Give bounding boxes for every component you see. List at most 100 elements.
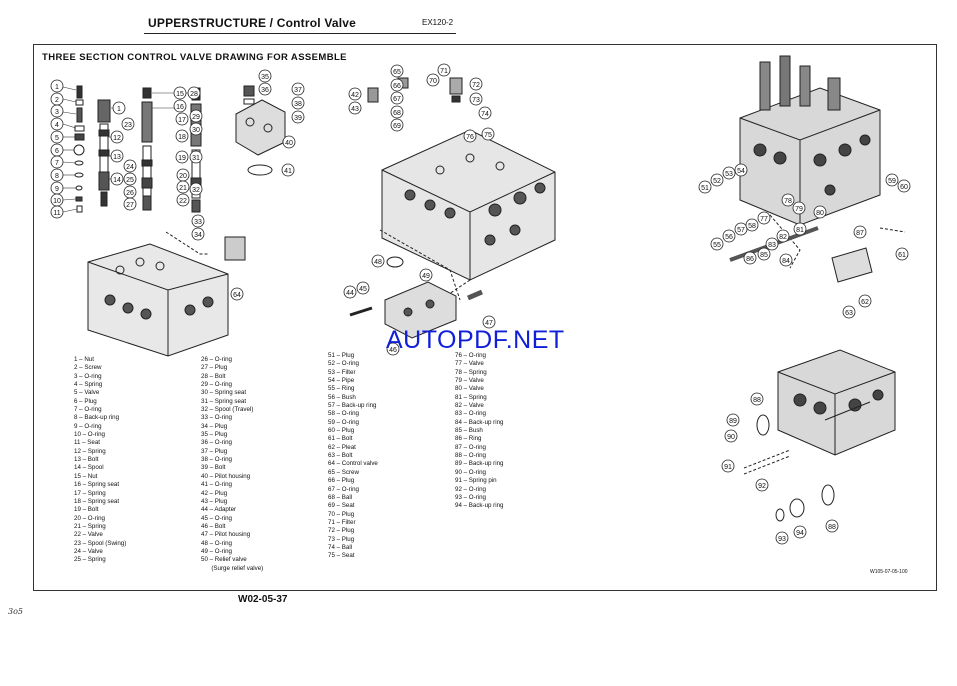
svg-text:67: 67 (393, 96, 401, 103)
list-item: 7 – O-ring (74, 406, 102, 414)
list-item: 64 – Control valve (328, 460, 378, 468)
svg-text:82: 82 (779, 234, 787, 241)
assembled-valve-lower-right (743, 349, 896, 522)
svg-text:76: 76 (466, 134, 474, 141)
list-item: 74 – Ball (328, 543, 353, 551)
svg-text:81: 81 (796, 227, 804, 234)
svg-text:38: 38 (294, 101, 302, 108)
svg-text:52: 52 (713, 178, 721, 185)
list-item: 38 – O-ring (201, 456, 232, 464)
callouts-mid-b: 28 29 30 31 32 (187, 86, 203, 196)
list-item: 67 – O-ring (328, 485, 359, 493)
svg-text:93: 93 (778, 536, 786, 543)
list-item: 17 – Spring (74, 489, 106, 497)
svg-text:28: 28 (190, 91, 198, 98)
svg-text:84: 84 (782, 258, 790, 265)
callout-10: 10 (53, 198, 61, 205)
list-item: 50 – Relief valve (201, 556, 247, 564)
watermark: AUTOPDF.NET (386, 326, 565, 354)
callout-3: 3 (55, 109, 59, 116)
callout-11: 11 (53, 210, 60, 217)
list-item: 3 – O-ring (74, 372, 102, 380)
svg-text:71: 71 (440, 68, 448, 75)
list-item: 37 – Plug (201, 447, 228, 455)
header-rule (144, 33, 456, 34)
svg-text:27: 27 (126, 202, 134, 209)
list-item: 57 – Back-up ring (328, 402, 377, 410)
list-item: 65 – Screw (328, 468, 359, 476)
list-item: 87 – O-ring (455, 443, 486, 451)
list-item: 81 – Spring (455, 393, 487, 401)
svg-text:59: 59 (888, 178, 896, 185)
list-item: 92 – O-ring (455, 485, 486, 493)
svg-text:32: 32 (192, 187, 200, 194)
list-item: 90 – O-ring (455, 468, 486, 476)
pilot-housing-47 (349, 256, 483, 339)
list-item: 89 – Back-up ring (455, 460, 504, 468)
list-item: 34 – Plug (201, 422, 228, 430)
list-item: 23 – Spool (Swing) (74, 539, 127, 547)
svg-text:88: 88 (828, 524, 836, 531)
list-item: 47 – Pilot housing (201, 531, 251, 539)
list-item: 18 – Spring seat (74, 497, 120, 505)
svg-text:19: 19 (178, 155, 186, 162)
list-item: 48 – O-ring (201, 539, 232, 547)
list-item: 31 – Spring seat (201, 397, 247, 405)
callouts-center-low: 48 49 44 45 46 47 (343, 254, 496, 356)
list-item: 19 – Bolt (74, 506, 99, 514)
list-item: 53 – Filter (328, 368, 356, 376)
list-item: 10 – O-ring (74, 431, 105, 439)
list-item: 55 – Ring (328, 385, 355, 393)
list-item: 35 – Plug (201, 431, 228, 439)
callouts-center-top: 65 66 67 68 69 70 71 72 73 74 75 76 42 4… (348, 63, 495, 143)
svg-text:88: 88 (753, 397, 761, 404)
svg-text:24: 24 (126, 164, 134, 171)
list-item: 56 – Bush (328, 393, 356, 401)
list-item: 20 – O-ring (74, 514, 105, 522)
list-item: 16 – Spring seat (74, 481, 120, 489)
svg-text:66: 66 (393, 83, 401, 90)
list-item: 29 – O-ring (201, 381, 232, 389)
side-figure-code: W105-07-05-100 (870, 569, 908, 575)
list-item: 71 – Filter (328, 518, 356, 526)
svg-text:78: 78 (784, 198, 792, 205)
callouts-mid-a: 15 16 17 18 19 20 21 22 (173, 86, 190, 207)
list-item: 22 – Valve (74, 531, 103, 539)
callouts-upper-right: 51 52 53 54 55 56 57 59 60 61 62 63 77 7… (698, 163, 911, 319)
list-item: 30 – Spring seat (201, 389, 247, 397)
list-item: 24 – Valve (74, 547, 103, 555)
svg-text:25: 25 (126, 177, 134, 184)
list-item: 88 – O-ring (455, 452, 486, 460)
list-item: 44 – Adapter (201, 506, 237, 514)
list-item: 11 – Seat (74, 439, 101, 447)
list-item: 33 – O-ring (201, 414, 232, 422)
list-item: 26 – O-ring (201, 356, 232, 363)
svg-text:37: 37 (294, 87, 302, 94)
left-parts-stack (73, 85, 85, 213)
list-item: 72 – Plug (328, 527, 355, 535)
svg-text:17: 17 (178, 117, 186, 124)
svg-text:73: 73 (472, 97, 480, 104)
assembled-valve-upper-right (729, 55, 906, 283)
list-item: 70 – Plug (328, 510, 355, 518)
list-item: 28 – Bolt (201, 372, 226, 380)
svg-text:53: 53 (725, 171, 733, 178)
svg-text:23: 23 (124, 122, 132, 129)
callout-1: 1 (55, 84, 59, 91)
list-item: 61 – Bolt (328, 435, 353, 443)
svg-text:91: 91 (724, 464, 732, 471)
callout-5: 5 (55, 135, 59, 142)
svg-text:1: 1 (117, 106, 121, 113)
callouts-right-small: 35 36 37 38 39 40 41 33 34 64 (191, 69, 305, 301)
pilot-housing-40 (235, 85, 286, 176)
list-item: 63 – Bolt (328, 452, 353, 460)
list-item: 39 – Bolt (201, 464, 226, 472)
callout-9: 9 (55, 186, 59, 193)
list-item: 41 – O-ring (201, 481, 232, 489)
svg-text:48: 48 (374, 259, 382, 266)
svg-text:92: 92 (758, 483, 766, 490)
list-item: 58 – O-ring (328, 410, 359, 418)
